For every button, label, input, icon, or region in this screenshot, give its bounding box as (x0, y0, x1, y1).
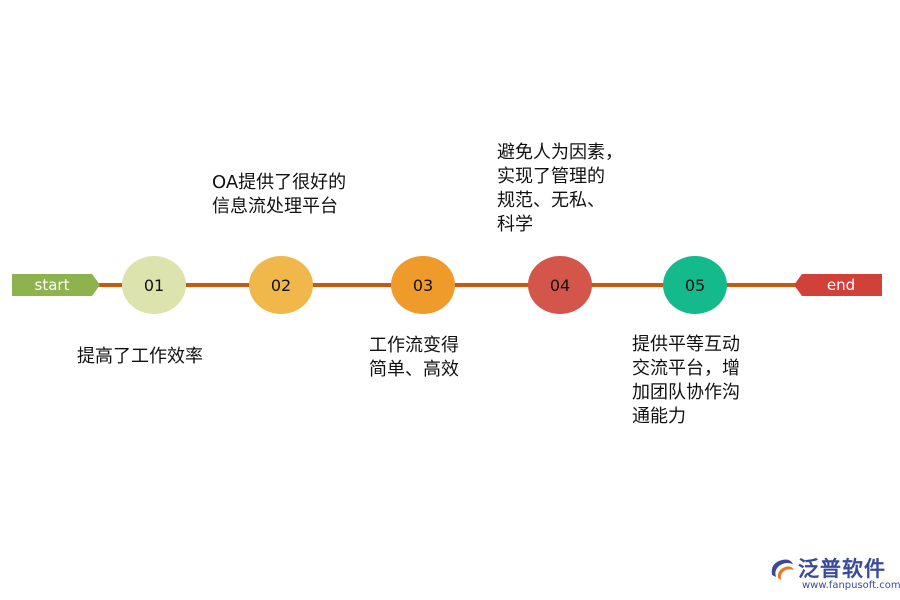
note-05-line-4: 通能力 (632, 406, 686, 427)
node-05-label: 05 (684, 275, 706, 295)
note-04-line-2: 实现了管理的 (497, 166, 605, 187)
note-02: OA提供了很好的 信息流处理平台 (212, 171, 346, 219)
node-04-label: 04 (549, 275, 571, 295)
start-flag: start (12, 274, 100, 296)
note-01: 提高了工作效率 (77, 345, 203, 369)
node-03-label: 03 (412, 275, 434, 295)
note-02-line-2: 信息流处理平台 (212, 196, 338, 217)
fanpu-logo-icon (771, 559, 794, 580)
note-04-line-3: 规范、无私、 (497, 190, 605, 211)
node-02-label: 02 (270, 275, 292, 295)
note-01-line: 提高了工作效率 (77, 346, 203, 367)
note-03-line-2: 简单、高效 (369, 359, 459, 380)
node-05: 05 (663, 256, 727, 314)
end-flag: end (794, 274, 882, 296)
note-05: 提供平等互动 交流平台，增 加团队协作沟 通能力 (632, 333, 740, 429)
start-label: start (34, 276, 70, 294)
end-label: end (826, 276, 856, 294)
node-04: 04 (528, 256, 592, 314)
note-05-line-3: 加团队协作沟 (632, 382, 740, 403)
node-01-label: 01 (143, 275, 165, 295)
note-04-line-1: 避免人为因素， (497, 142, 623, 163)
note-05-line-2: 交流平台，增 (632, 358, 740, 379)
start-flag-shape (12, 274, 100, 296)
node-02: 02 (249, 256, 313, 314)
note-03-line-1: 工作流变得 (369, 335, 459, 356)
logo-url: www.fanpusoft.com (802, 580, 900, 591)
note-03: 工作流变得 简单、高效 (369, 334, 459, 382)
end-flag-shape (794, 274, 882, 296)
node-03: 03 (391, 256, 455, 314)
note-04: 避免人为因素， 实现了管理的 规范、无私、 科学 (497, 141, 623, 237)
logo-name: 泛普软件 (798, 557, 886, 581)
note-02-line-1: OA提供了很好的 (212, 172, 347, 193)
node-01: 01 (122, 256, 186, 314)
fanpu-logo: 泛普软件 www.fanpusoft.com (768, 553, 900, 598)
note-04-line-4: 科学 (497, 214, 533, 235)
note-05-line-1: 提供平等互动 (632, 334, 740, 355)
